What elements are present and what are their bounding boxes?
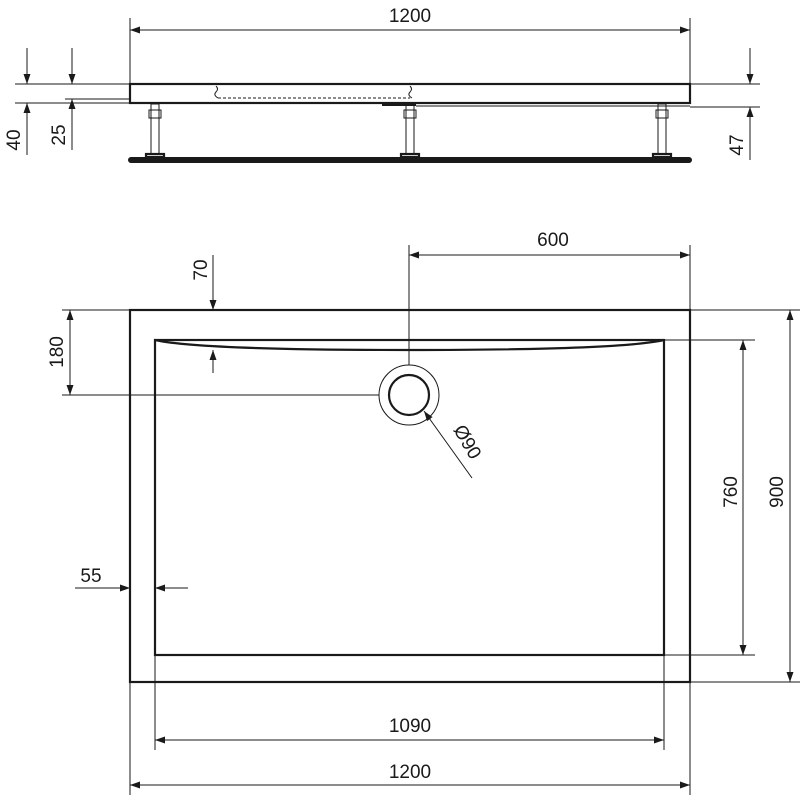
drain-icon bbox=[387, 373, 431, 417]
total-height-label: 40 bbox=[4, 129, 25, 150]
drain-offset-y-label: 180 bbox=[47, 336, 68, 368]
width-label: 1200 bbox=[389, 6, 431, 27]
drain-offset-x-label: 600 bbox=[537, 230, 569, 251]
rim-width-label: 55 bbox=[80, 566, 101, 587]
plan-view: 600 70 180 Ø90 55 760 900 1090 1200 bbox=[47, 230, 800, 795]
tray-inner-basin bbox=[153, 338, 666, 657]
drain-diameter-label: Ø90 bbox=[449, 421, 485, 463]
leg-left bbox=[144, 103, 166, 159]
right-height-label: 47 bbox=[727, 134, 748, 155]
leg-middle bbox=[399, 103, 421, 159]
channel-depth-label: 70 bbox=[191, 259, 212, 280]
tray-profile bbox=[128, 82, 692, 105]
floor-base bbox=[128, 157, 692, 163]
outer-depth-label: 900 bbox=[767, 476, 788, 508]
waste-outlet bbox=[382, 102, 416, 106]
inner-width-label: 1090 bbox=[389, 716, 431, 737]
rim-height-label: 25 bbox=[49, 124, 70, 145]
support-legs bbox=[144, 103, 673, 159]
leg-right bbox=[651, 103, 673, 159]
outer-width-label: 1200 bbox=[389, 762, 431, 783]
tray-outer-edge bbox=[128, 308, 692, 684]
side-view: 1200 40 25 47 bbox=[4, 6, 760, 163]
inner-depth-label: 760 bbox=[721, 476, 742, 508]
